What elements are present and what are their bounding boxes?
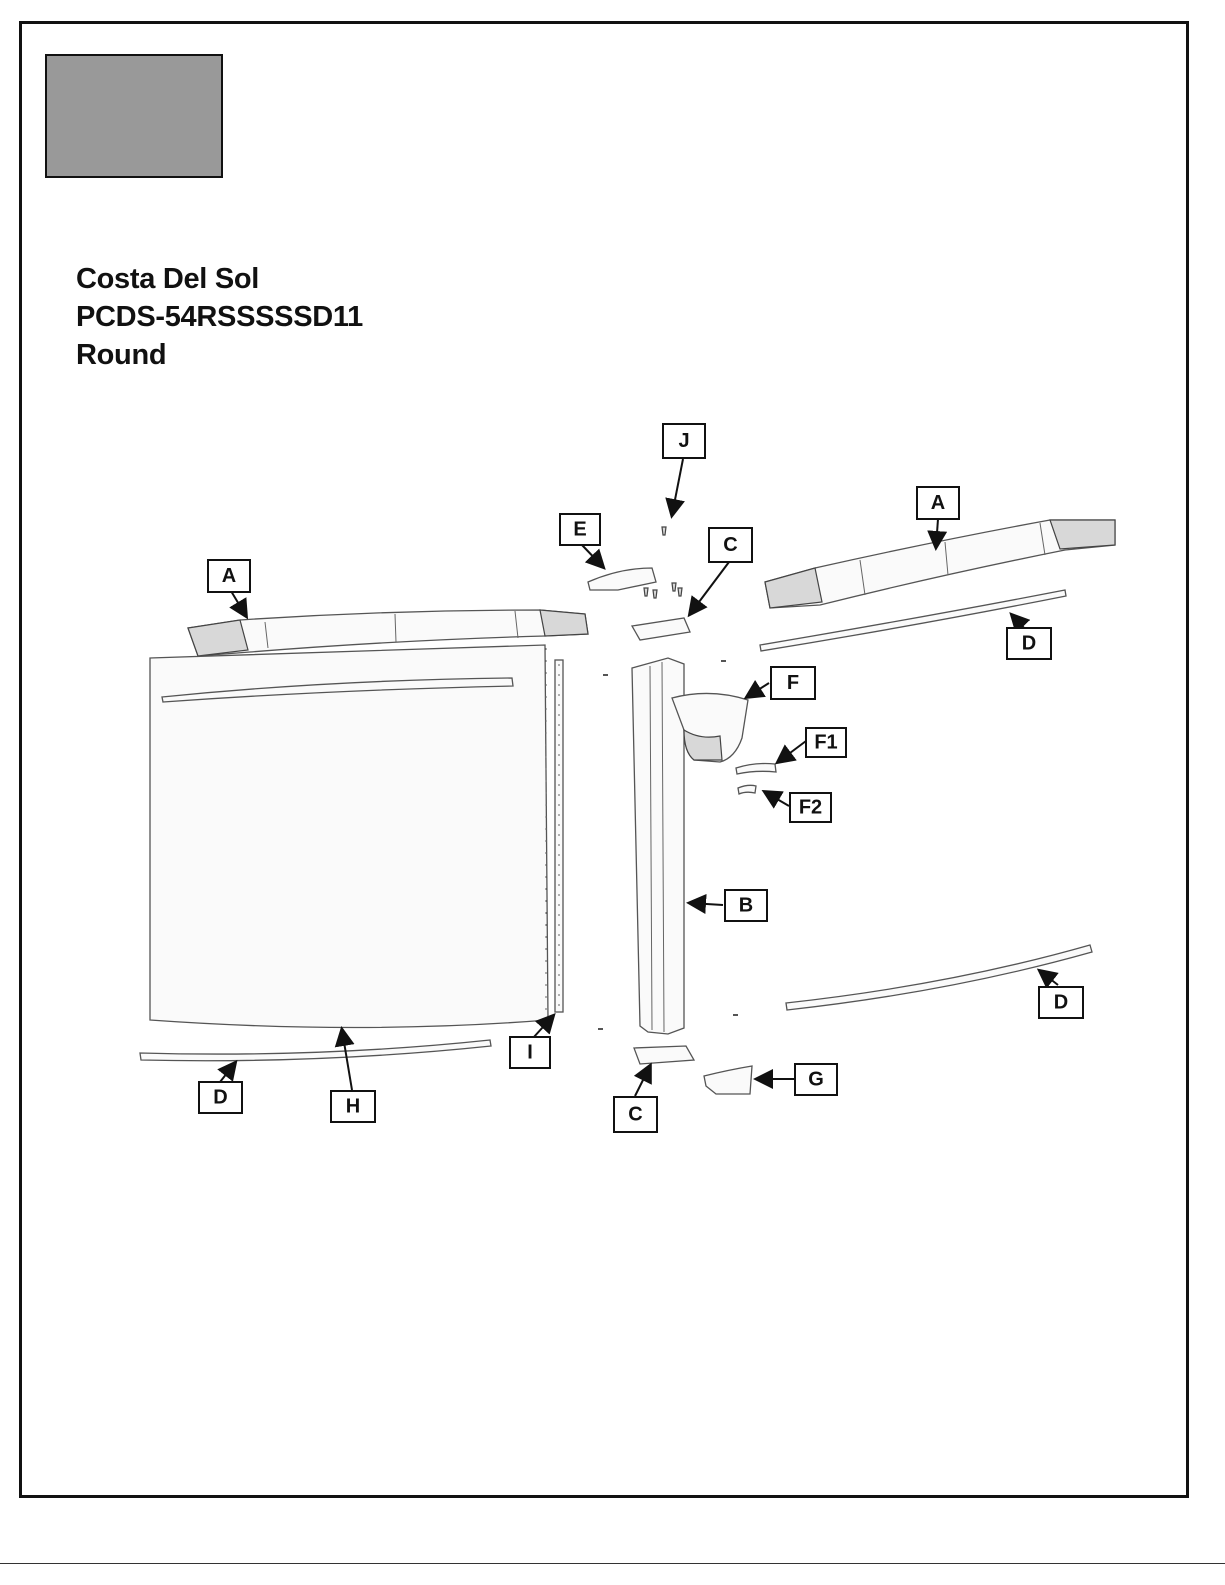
svg-text:A: A: [931, 492, 945, 514]
callout-A-left: A: [208, 560, 250, 592]
wall-panel: [150, 645, 548, 1028]
bottom-rule: [0, 1563, 1225, 1564]
callout-J: J: [663, 424, 705, 458]
svg-text:I: I: [527, 1042, 533, 1064]
svg-text:H: H: [346, 1096, 360, 1118]
callout-I: I: [510, 1037, 550, 1068]
stabilizer-bar: [555, 660, 563, 1012]
svg-text:C: C: [723, 534, 737, 556]
svg-text:D: D: [213, 1087, 227, 1109]
callout-F2: F2: [790, 793, 831, 822]
top-cap: [588, 568, 656, 590]
callout-E: E: [560, 514, 600, 545]
callout-G: G: [795, 1064, 837, 1095]
svg-text:F2: F2: [799, 797, 822, 819]
svg-text:C: C: [628, 1104, 642, 1126]
callout-F: F: [771, 667, 815, 699]
callout-A-right: A: [917, 487, 959, 519]
bottom-plate: [634, 1046, 694, 1064]
callout-D-right-bottom: D: [1039, 987, 1083, 1018]
callout-B: B: [725, 890, 767, 921]
upright-post: [632, 658, 684, 1034]
svg-text:D: D: [1054, 992, 1068, 1014]
bottom-rail-left: [140, 1040, 491, 1061]
svg-text:F1: F1: [814, 732, 837, 754]
svg-text:G: G: [808, 1069, 824, 1091]
top-plate: [632, 618, 690, 640]
callout-C-top: C: [709, 528, 752, 562]
callout-D-left: D: [199, 1082, 242, 1113]
svg-text:E: E: [573, 519, 586, 541]
svg-text:A: A: [222, 565, 236, 587]
callout-D-right-top: D: [1007, 628, 1051, 659]
svg-text:D: D: [1022, 633, 1036, 655]
screws: [644, 527, 682, 598]
cover-clip: [738, 785, 756, 794]
svg-text:F: F: [787, 672, 799, 694]
svg-text:B: B: [739, 895, 753, 917]
callout-F1: F1: [806, 728, 846, 757]
callout-C-bottom: C: [614, 1097, 657, 1132]
callout-H: H: [331, 1091, 375, 1122]
bottom-cover: [704, 1066, 752, 1094]
svg-text:J: J: [678, 430, 689, 452]
cover-trim: [736, 764, 776, 775]
